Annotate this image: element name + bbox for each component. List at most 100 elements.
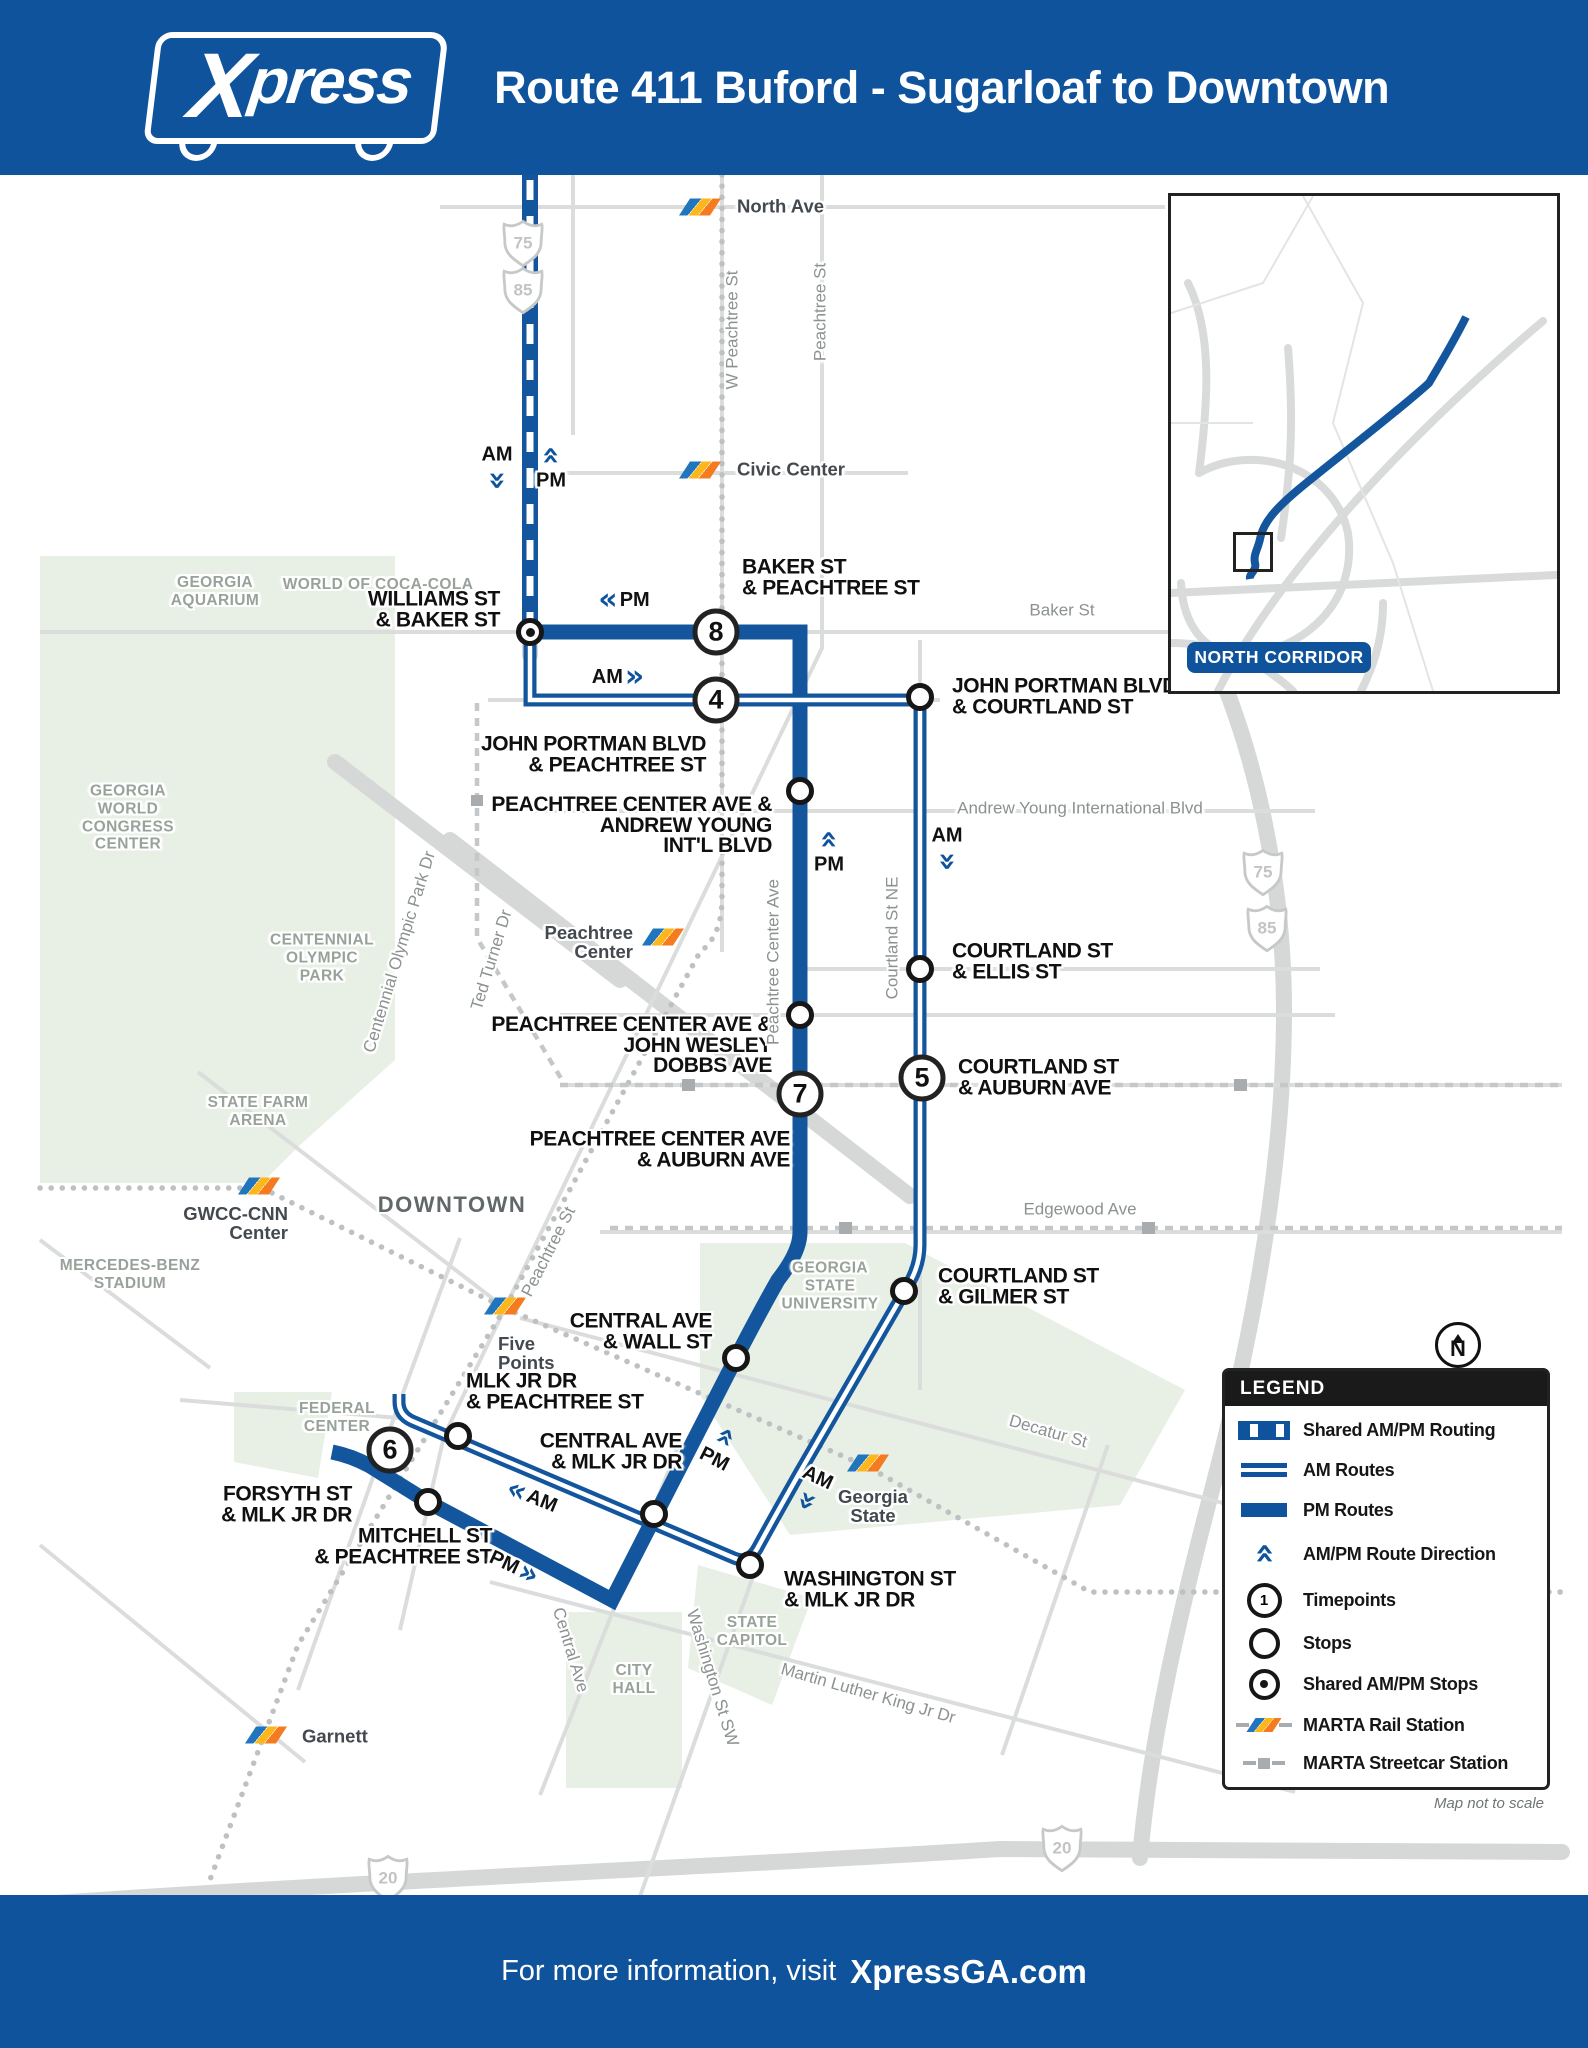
svg-text:85: 85 <box>1258 919 1277 938</box>
area-label: GEORGIA AQUARIUM <box>170 574 260 609</box>
svg-text:85: 85 <box>514 281 533 300</box>
shield-icon: 85 <box>1246 904 1288 953</box>
legend-item-label: Shared AM/PM Stops <box>1303 1673 1478 1694</box>
street-label: Martin Luther King Jr Dr <box>778 1659 958 1728</box>
shield-icon: 20 <box>1041 1824 1083 1873</box>
street-label: Andrew Young International Blvd <box>957 798 1203 818</box>
map-stop <box>722 1344 750 1372</box>
marta-icon <box>1246 1718 1282 1732</box>
map-stop <box>906 683 934 711</box>
footer-site-link[interactable]: XpressGA.com <box>850 1952 1087 1990</box>
timepoint-label: FORSYTH ST & MLK JR DR <box>221 1482 352 1526</box>
svg-text:75: 75 <box>514 234 533 253</box>
direction-text: AM <box>931 824 963 847</box>
street-label: Central Ave <box>548 1605 593 1695</box>
inset-route <box>1245 315 1470 580</box>
legend-item: 1 Timepoints <box>1225 1582 1547 1618</box>
stop-label: CENTRAL AVE & WALL ST <box>569 1309 713 1353</box>
svg-text:20: 20 <box>379 1869 398 1888</box>
bus-wheel-icon <box>353 137 395 161</box>
stop-label: JOHN PORTMAN BLVD & COURTLAND ST <box>952 674 1177 718</box>
chevron-down-icon: » <box>480 470 515 491</box>
marta-station-label: Peachtree Center <box>544 922 633 962</box>
svg-text:75: 75 <box>1254 863 1273 882</box>
am-routes-icon <box>1241 1463 1287 1477</box>
chevron-left-icon: « <box>598 582 618 617</box>
direction-marker-am: AM» <box>787 1461 836 1519</box>
area-label: STATE CAPITOL <box>716 1614 788 1649</box>
map-stop <box>736 1551 764 1579</box>
direction-text: PM <box>536 469 566 492</box>
legend-item: Shared AM/PM Routing <box>1225 1415 1547 1445</box>
direction-marker-am: AM» <box>480 444 515 493</box>
stop-label: COURTLAND ST & GILMER ST <box>938 1264 1099 1308</box>
legend-item-label: PM Routes <box>1303 1499 1394 1520</box>
area-label: STATE FARM ARENA <box>207 1094 309 1129</box>
svg-text:20: 20 <box>1053 1839 1072 1858</box>
legend-item: MARTA Streetcar Station <box>1225 1748 1547 1778</box>
timepoint-label: COURTLAND ST & AUBURN AVE <box>958 1055 1119 1099</box>
north-corridor-inset: NORTH CORRIDOR <box>1168 193 1560 694</box>
direction-text: AM <box>523 1484 561 1517</box>
street-label: Decatur St <box>1007 1411 1090 1452</box>
inset-linework <box>1171 196 1557 691</box>
direction-text: AM <box>591 665 623 688</box>
street-label: Peachtree St <box>810 262 830 362</box>
map-stop <box>890 1277 918 1305</box>
area-label: WORLD OF COCA-COLA <box>282 576 474 594</box>
street-label: Peachtree St <box>517 1203 580 1300</box>
street-label: Edgewood Ave <box>1023 1199 1137 1219</box>
marta-station-label: Civic Center <box>737 458 845 480</box>
compass-n: N <box>1450 1335 1466 1361</box>
stop-label: WASHINGTON ST & MLK JR DR <box>784 1567 956 1611</box>
area-label: CITY HALL <box>612 1662 656 1697</box>
chevron-down-icon: » <box>930 851 965 872</box>
north-corridor-badge: NORTH CORRIDOR <box>1187 642 1371 673</box>
map-note: Map not to scale <box>1433 1795 1544 1812</box>
direction-marker-pm: »PM <box>696 1419 745 1476</box>
map-stop <box>786 777 814 805</box>
shield-icon: 20 <box>367 1854 409 1903</box>
direction-marker-pm: «PM <box>598 582 649 617</box>
marta-station-icon <box>641 928 685 946</box>
stop-label: COURTLAND ST & ELLIS ST <box>952 939 1113 983</box>
marta-station-label: Garnett <box>302 1725 368 1747</box>
footer: For more information, visit XpressGA.com <box>0 1895 1588 2048</box>
marta-station-label: GWCC-CNN Center <box>183 1203 288 1243</box>
shared-stop-dot <box>525 627 535 637</box>
legend-item-label: Shared AM/PM Routing <box>1303 1419 1496 1440</box>
am-route <box>392 626 927 1567</box>
legend-item: PM Routes <box>1225 1495 1547 1525</box>
pm-routes-icon <box>1241 1503 1287 1517</box>
timepoint-8: 8 <box>692 608 740 656</box>
chevron-right-icon: » <box>624 659 645 694</box>
streetcar-square <box>1258 1757 1270 1769</box>
direction-marker-pm: »PM <box>811 828 846 877</box>
timepoint-5: 5 <box>898 1054 946 1102</box>
area-label: GEORGIA STATE UNIVERSITY <box>781 1259 879 1312</box>
legend-item: MARTA Rail Station <box>1225 1710 1547 1740</box>
area-label: FEDERAL CENTER <box>299 1400 375 1435</box>
direction-marker-pm: »PM <box>533 444 568 493</box>
street-label: Peachtree Center Ave <box>763 878 783 1046</box>
shield-icon: 85 <box>502 266 544 315</box>
legend-item-label: MARTA Streetcar Station <box>1303 1752 1509 1773</box>
compass-arrow <box>1452 1333 1464 1343</box>
direction-marker-am: AM » <box>930 824 965 874</box>
compass-icon: N <box>1435 1322 1481 1368</box>
shared-stop-icon <box>1248 1668 1280 1700</box>
direction-marker-pm: PM» <box>486 1545 545 1594</box>
timepoint-icon: 1 <box>1246 1582 1282 1618</box>
timepoint-4: 4 <box>692 676 740 724</box>
marta-streetcar-icon <box>1241 1757 1287 1769</box>
street-label: Ted Turner Dr <box>466 907 516 1013</box>
stop-label: PEACHTREE CENTER AVE & ANDREW YOUNG INT'… <box>491 793 772 858</box>
street-label: W Peachtree St <box>722 270 742 390</box>
logo-x: X <box>183 34 256 137</box>
shared-stop <box>516 618 544 646</box>
marta-station-label: Five Points <box>498 1333 555 1373</box>
legend-item-label: Timepoints <box>1303 1589 1396 1610</box>
legend-item: Stops <box>1225 1627 1547 1659</box>
timepoint-label: BAKER ST & PEACHTREE ST <box>742 555 920 599</box>
legend-item: »AM/PM Route Direction <box>1225 1539 1547 1569</box>
